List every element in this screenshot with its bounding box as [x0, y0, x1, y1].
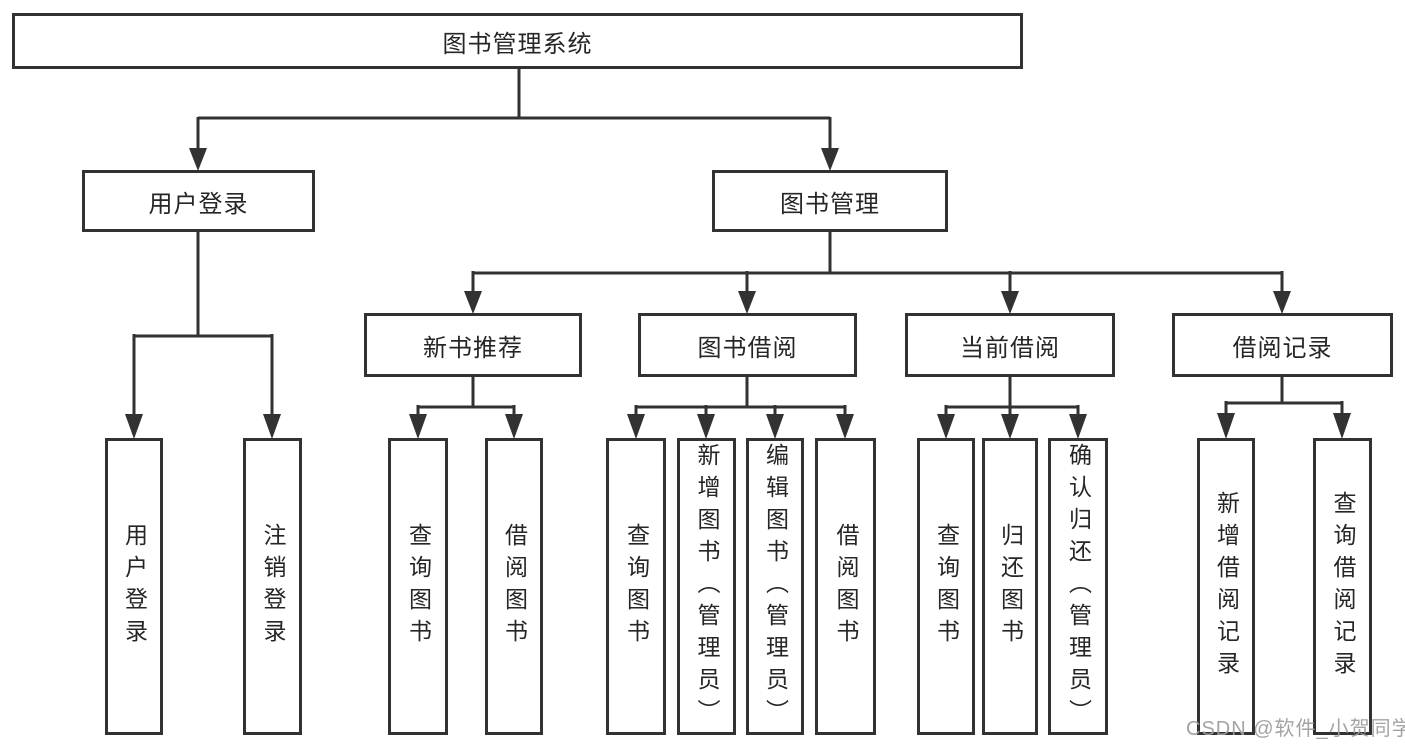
node-label: 用户登录 [148, 190, 249, 218]
leaf-confirm-return-admin: 确认归还（管理员） [1048, 438, 1108, 735]
node-label: 查询图书 [933, 522, 960, 651]
node-label: 注销登录 [260, 522, 286, 651]
node-user-login-branch: 用户登录 [82, 170, 315, 232]
node-label: 编辑图书（管理员） [762, 442, 789, 731]
node-label: 确认归还（管理员） [1065, 442, 1092, 731]
node-label: 当前借阅 [960, 334, 1060, 362]
leaf-logout: 注销登录 [243, 438, 302, 735]
node-root-system: 图书管理系统 [12, 13, 1023, 69]
node-book-management-branch: 图书管理 [712, 170, 948, 232]
node-label: 借阅图书 [833, 522, 859, 651]
node-label: 图书管理系统 [442, 30, 593, 58]
node-label: 新增借阅记录 [1213, 490, 1240, 683]
node-label: 新增图书（管理员） [694, 442, 720, 731]
node-label: 借阅图书 [501, 522, 528, 651]
node-label: 查询借阅记录 [1330, 490, 1356, 683]
leaf-user-login: 用户登录 [105, 438, 163, 735]
node-label: 归还图书 [997, 522, 1024, 651]
node-book-borrow: 图书借阅 [638, 313, 857, 377]
node-label: 图书借阅 [697, 334, 798, 362]
node-label: 用户登录 [121, 522, 148, 651]
leaf-add-borrow-record: 新增借阅记录 [1197, 438, 1255, 735]
leaf-query-books-borrow: 查询图书 [606, 438, 666, 735]
leaf-query-borrow-record: 查询借阅记录 [1313, 438, 1372, 735]
leaf-add-books-admin: 新增图书（管理员） [677, 438, 736, 735]
leaf-edit-books-admin: 编辑图书（管理员） [746, 438, 804, 735]
csdn-watermark: CSDN @软件_小贺同学 [1186, 718, 1405, 740]
leaf-query-books-recommend: 查询图书 [388, 438, 448, 735]
node-label: 新书推荐 [423, 334, 523, 362]
node-borrow-records: 借阅记录 [1172, 313, 1393, 377]
node-label: 借阅记录 [1232, 334, 1333, 362]
leaf-return-books: 归还图书 [982, 438, 1038, 735]
node-new-book-recommend: 新书推荐 [364, 313, 582, 377]
leaf-borrow-books-recommend: 借阅图书 [485, 438, 543, 735]
node-label: 查询图书 [623, 522, 650, 651]
node-label: 查询图书 [405, 522, 432, 651]
node-current-borrow: 当前借阅 [905, 313, 1115, 377]
leaf-query-books-current: 查询图书 [917, 438, 975, 735]
node-label: 图书管理 [780, 190, 880, 218]
leaf-borrow-books: 借阅图书 [815, 438, 876, 735]
